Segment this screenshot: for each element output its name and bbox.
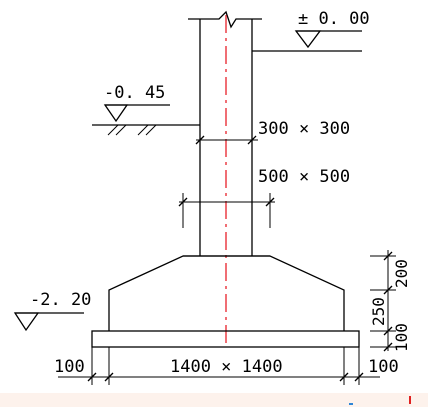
vertical-dimension-line [370, 250, 396, 352]
right-offset-label: 100 [368, 357, 399, 377]
bottom-dot [349, 403, 353, 405]
outdoor-level-triangle-icon [103, 104, 129, 123]
soil-hatch-icon [107, 124, 157, 136]
column-section-dimension [195, 135, 258, 145]
pedestal-section-dimension [178, 193, 275, 228]
ground-level-triangle-icon [294, 30, 322, 49]
bottom-dimension-line [58, 347, 380, 385]
left-offset-label: 100 [54, 357, 85, 377]
column-section-label: 300 × 300 [258, 119, 350, 139]
bottom-strip [0, 393, 428, 407]
outdoor-level-label: -0. 45 [104, 83, 165, 103]
bottom-mark [409, 396, 411, 404]
cushion-layer [91, 330, 360, 348]
column-break-symbol [188, 10, 262, 29]
footing-size-label: 1400 × 1400 [170, 357, 283, 377]
pedestal-section-label: 500 × 500 [258, 167, 350, 187]
base-level-triangle-icon [13, 312, 40, 332]
ground-level-label: ± 0. 00 [298, 9, 370, 29]
slope-height-label: 200 [392, 259, 411, 288]
base-level-label: -2. 20 [30, 290, 91, 310]
cushion-height-label: 100 [392, 323, 411, 352]
step-height-label: 250 [369, 297, 388, 326]
